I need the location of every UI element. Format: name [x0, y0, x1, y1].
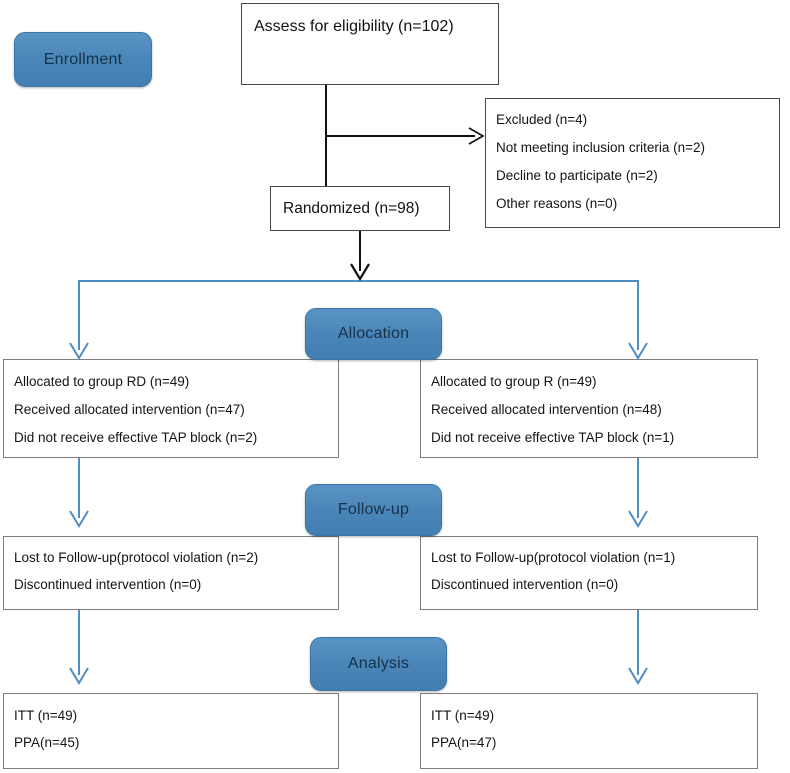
excluded-line: Other reasons (n=0): [496, 196, 618, 211]
stage-pill-enrollment-label: Enrollment: [43, 50, 123, 68]
box-analysis-right: ITT (n=49) PPA(n=47): [420, 693, 758, 769]
randomized-label: Randomized (n=98): [283, 199, 420, 217]
connector-allocation-to-followup-left: [78, 458, 80, 518]
arrowhead-followup-right: [628, 510, 648, 528]
connector-assessed-to-excluded: [325, 135, 475, 137]
stage-pill-analysis-label: Analysis: [347, 655, 410, 672]
stage-pill-allocation-label: Allocation: [337, 325, 410, 342]
connector-allocation-split: [78, 280, 639, 282]
connector-followup-to-analysis-right: [637, 610, 639, 675]
stage-pill-analysis: Analysis: [310, 637, 447, 691]
arrowhead-split-right: [628, 342, 648, 360]
arrowhead-randomized-down: [350, 263, 370, 282]
followup-left-line: Lost to Follow-up(protocol violation (n=…: [14, 550, 259, 565]
arrowhead-to-excluded: [468, 127, 485, 145]
arrowhead-analysis-right: [628, 667, 648, 685]
allocation-left-lines: Allocated to group RD (n=49) Received al…: [14, 374, 332, 458]
connector-randomized-down: [359, 231, 361, 271]
analysis-right-line: ITT (n=49): [431, 708, 495, 723]
box-excluded: Excluded (n=4) Not meeting inclusion cri…: [485, 98, 780, 228]
analysis-right-line: PPA(n=47): [431, 735, 497, 750]
allocation-right-lines: Allocated to group R (n=49) Received all…: [431, 374, 751, 458]
excluded-line: Decline to participate (n=2): [496, 168, 658, 183]
box-allocation-right: Allocated to group R (n=49) Received all…: [420, 359, 758, 458]
allocation-right-line: Allocated to group R (n=49): [431, 374, 597, 389]
connector-followup-to-analysis-left: [78, 610, 80, 675]
allocation-left-line: Allocated to group RD (n=49): [14, 374, 190, 389]
excluded-lines: Excluded (n=4) Not meeting inclusion cri…: [496, 112, 773, 224]
box-assessed-for-eligibility: Assess for eligibility (n=102): [241, 3, 499, 85]
stage-pill-followup-label: Follow-up: [337, 501, 410, 518]
analysis-right-lines: ITT (n=49) PPA(n=47): [431, 708, 751, 762]
connector-allocation-to-followup-right: [637, 458, 639, 518]
box-allocation-left: Allocated to group RD (n=49) Received al…: [3, 359, 339, 458]
followup-right-line: Discontinued intervention (n=0): [431, 577, 619, 592]
excluded-line: Excluded (n=4): [496, 112, 588, 127]
followup-right-line: Lost to Follow-up(protocol violation (n=…: [431, 550, 676, 565]
excluded-line: Not meeting inclusion criteria (n=2): [496, 140, 705, 155]
stage-pill-followup: Follow-up: [305, 484, 442, 536]
box-randomized: Randomized (n=98): [270, 186, 450, 231]
allocation-right-line: Received allocated intervention (n=48): [431, 402, 662, 417]
stage-pill-allocation: Allocation: [305, 308, 442, 360]
connector-split-right: [637, 280, 639, 350]
followup-right-lines: Lost to Follow-up(protocol violation (n=…: [431, 550, 751, 604]
analysis-left-line: PPA(n=45): [14, 735, 80, 750]
box-analysis-left: ITT (n=49) PPA(n=45): [3, 693, 339, 769]
arrowhead-split-left: [69, 342, 89, 360]
allocation-right-line: Did not receive effective TAP block (n=1…: [431, 430, 675, 445]
connector-split-left: [78, 280, 80, 350]
analysis-left-lines: ITT (n=49) PPA(n=45): [14, 708, 332, 762]
assessed-for-eligibility-label: Assess for eligibility (n=102): [254, 18, 454, 35]
box-followup-right: Lost to Follow-up(protocol violation (n=…: [420, 536, 758, 610]
stage-pill-enrollment: Enrollment: [14, 32, 152, 87]
allocation-left-line: Did not receive effective TAP block (n=2…: [14, 430, 258, 445]
analysis-left-line: ITT (n=49): [14, 708, 78, 723]
arrowhead-analysis-left: [69, 667, 89, 685]
box-followup-left: Lost to Follow-up(protocol violation (n=…: [3, 536, 339, 610]
arrowhead-followup-left: [69, 510, 89, 528]
allocation-left-line: Received allocated intervention (n=47): [14, 402, 245, 417]
followup-left-line: Discontinued intervention (n=0): [14, 577, 202, 592]
followup-left-lines: Lost to Follow-up(protocol violation (n=…: [14, 550, 332, 604]
